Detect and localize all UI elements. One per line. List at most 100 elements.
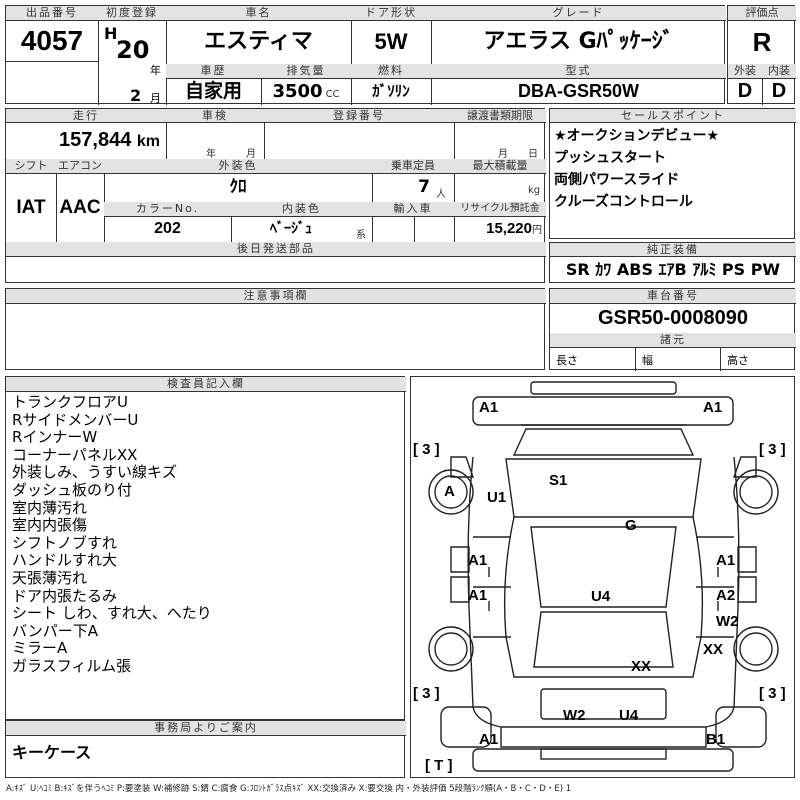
colorno: 202 bbox=[154, 220, 181, 237]
inspector-lines: トランクフロアU RサイドメンバーU RインナーW コーナーパネルXX 外装しみ… bbox=[6, 394, 406, 676]
inspector-line: 室内薄汚れ bbox=[12, 498, 88, 517]
score-label: 評価点 bbox=[728, 6, 796, 20]
tire-bracket: [ 3 ] bbox=[413, 685, 440, 702]
inspector-line: シート しわ、すれ大、へたり bbox=[12, 604, 212, 623]
month-unit: 月 bbox=[150, 92, 161, 105]
damage-mark: G bbox=[625, 517, 637, 534]
recycle-unit: 円 bbox=[532, 225, 542, 236]
colorno-label: カラーNo. bbox=[104, 202, 231, 216]
intcolor-unit: 系 bbox=[356, 230, 366, 241]
load-unit: kg bbox=[528, 185, 541, 196]
history-label: 車歴 bbox=[166, 64, 261, 78]
transfer-month-unit: 月 bbox=[498, 149, 508, 160]
damage-mark: A1 bbox=[479, 731, 499, 748]
insp-month-unit: 月 bbox=[246, 149, 256, 160]
header-box: 出品番号 4057 初度登録 H 20 年 2 月 車名 エスティマ ドア形状 … bbox=[5, 5, 726, 105]
fuel: ｶﾞｿﾘﾝ bbox=[372, 82, 410, 100]
car-name: エスティマ bbox=[204, 29, 313, 54]
chassis-label: 車台番号 bbox=[550, 289, 796, 303]
color: ｸﾛ bbox=[229, 177, 247, 197]
chassis-number: GSR50-0008090 bbox=[597, 307, 749, 329]
name-label: 車名 bbox=[166, 6, 351, 20]
door-label: ドア形状 bbox=[351, 6, 431, 20]
office-label: 事務局よりご案内 bbox=[6, 721, 406, 735]
damage-mark: A1 bbox=[703, 399, 723, 416]
lot-label: 出品番号 bbox=[6, 6, 98, 20]
inspector-line: 天張薄汚れ bbox=[12, 568, 88, 587]
inspector-line: コーナーパネルXX bbox=[12, 445, 138, 464]
legend: A:ｷｽﾞ U:ﾍｺﾐ B:ｷｽﾞを伴うﾍｺﾐ P:要塗装 W:補修跡 S:錆 … bbox=[6, 784, 572, 794]
damage-mark: W2 bbox=[563, 707, 586, 724]
sales-points-box: セールスポイント ★オークションデビュー★ プッシュスタート 両側パワースライド… bbox=[549, 108, 796, 239]
load-label: 最大積載量 bbox=[454, 159, 546, 173]
width-label: 幅 bbox=[642, 354, 653, 367]
sales-points-label: セールスポイント bbox=[550, 109, 796, 122]
equipment-label: 純正装備 bbox=[550, 243, 796, 256]
damage-mark: A1 bbox=[716, 552, 736, 569]
regno-label: 登録番号 bbox=[264, 109, 454, 122]
first-reg-year: 20 bbox=[116, 36, 150, 64]
damage-mark: W2 bbox=[716, 613, 739, 630]
inspector-line: ダッシュ板のり付 bbox=[12, 480, 133, 499]
damage-mark: U4 bbox=[619, 707, 639, 724]
grade: アエラス Gﾊﾟｯｹｰｼﾞ bbox=[483, 29, 674, 54]
damage-mark: A bbox=[444, 483, 455, 500]
mileage: 157,844 km bbox=[6, 122, 166, 159]
damage-mark: XX bbox=[631, 658, 652, 675]
displacement-unit: CC bbox=[325, 89, 340, 100]
score-box: 評価点 R 外装 内装 D D bbox=[727, 5, 796, 105]
recycle-label: リサイクル預託金 bbox=[454, 202, 546, 216]
exterior-score: D bbox=[737, 80, 753, 102]
capacity-label: 乗車定員 bbox=[372, 159, 454, 173]
inspector-line: 外装しみ、うすい線キズ bbox=[12, 463, 178, 482]
tire-bracket: [ 3 ] bbox=[413, 441, 440, 458]
caution-box: 注意事項欄 bbox=[5, 288, 546, 370]
grade-label: グレード bbox=[431, 6, 726, 20]
inspector-line: RサイドメンバーU bbox=[12, 410, 139, 429]
insp-year-unit: 年 bbox=[206, 149, 216, 160]
inspector-line: ミラーA bbox=[12, 639, 68, 658]
later-parts-label: 後日発送部品 bbox=[6, 242, 546, 256]
height-label: 高さ bbox=[727, 354, 749, 367]
inspection-label: 車検 bbox=[166, 109, 264, 122]
shift-label: シフト bbox=[6, 159, 56, 173]
damage-mark: U4 bbox=[591, 588, 611, 605]
model-label: 型式 bbox=[431, 64, 726, 78]
score: R bbox=[752, 27, 772, 57]
inspector-line: ハンドルすれ大 bbox=[12, 551, 118, 570]
model-code: DBA-GSR50W bbox=[517, 81, 639, 101]
office-box: 事務局よりご案内 キーケース bbox=[5, 720, 406, 778]
car-diagram-box: A1 A1 A U1 S1 G A1 A1 A1 A1 U4 A2 W2 XX … bbox=[410, 376, 795, 778]
inspector-line: シフトノブすれ bbox=[12, 533, 118, 552]
inspector-line: ドア内張たるみ bbox=[12, 586, 118, 605]
capacity: 7 bbox=[418, 177, 430, 197]
displacement-label: 排気量 bbox=[261, 64, 351, 78]
damage-mark: A1 bbox=[468, 552, 488, 569]
capacity-unit: 人 bbox=[436, 189, 446, 200]
sales-point-item: クルーズコントロール bbox=[554, 194, 693, 210]
transfer-day-unit: 日 bbox=[528, 149, 538, 160]
inspector-line: トランクフロアU bbox=[12, 394, 128, 411]
inspector-line: バンパー下A bbox=[12, 621, 99, 640]
damage-mark: U1 bbox=[487, 489, 507, 506]
damage-mark: A2 bbox=[716, 587, 736, 604]
fuel-label: 燃料 bbox=[351, 64, 431, 78]
door-type: 5W bbox=[374, 29, 408, 54]
mileage-unit: km bbox=[136, 133, 160, 150]
tire-bracket: [ 3 ] bbox=[759, 685, 786, 702]
specs-label: 諸元 bbox=[550, 333, 796, 347]
equipment-box: 純正装備 SR ｶﾜ ABS ｴｱB ｱﾙﾐ PS PW bbox=[549, 242, 796, 283]
exterior-label: 外装 bbox=[728, 64, 762, 78]
chassis-box: 車台番号 GSR50-0008090 諸元 長さ 幅 高さ bbox=[549, 288, 796, 371]
damage-mark: XX bbox=[703, 641, 724, 658]
equipment-items: SR ｶﾜ ABS ｴｱB ｱﾙﾐ PS PW bbox=[565, 260, 781, 279]
sales-point-item: ★オークションデビュー★ bbox=[554, 128, 720, 144]
office-text: キーケース bbox=[12, 743, 92, 762]
sales-point-item: 両側パワースライド bbox=[554, 172, 680, 188]
inspector-label: 検査員記入欄 bbox=[6, 377, 406, 391]
era: H bbox=[104, 24, 118, 43]
caution-label: 注意事項欄 bbox=[6, 289, 546, 303]
recycle-value: 15,220 bbox=[486, 220, 532, 237]
inspector-line: RインナーW bbox=[12, 428, 98, 447]
